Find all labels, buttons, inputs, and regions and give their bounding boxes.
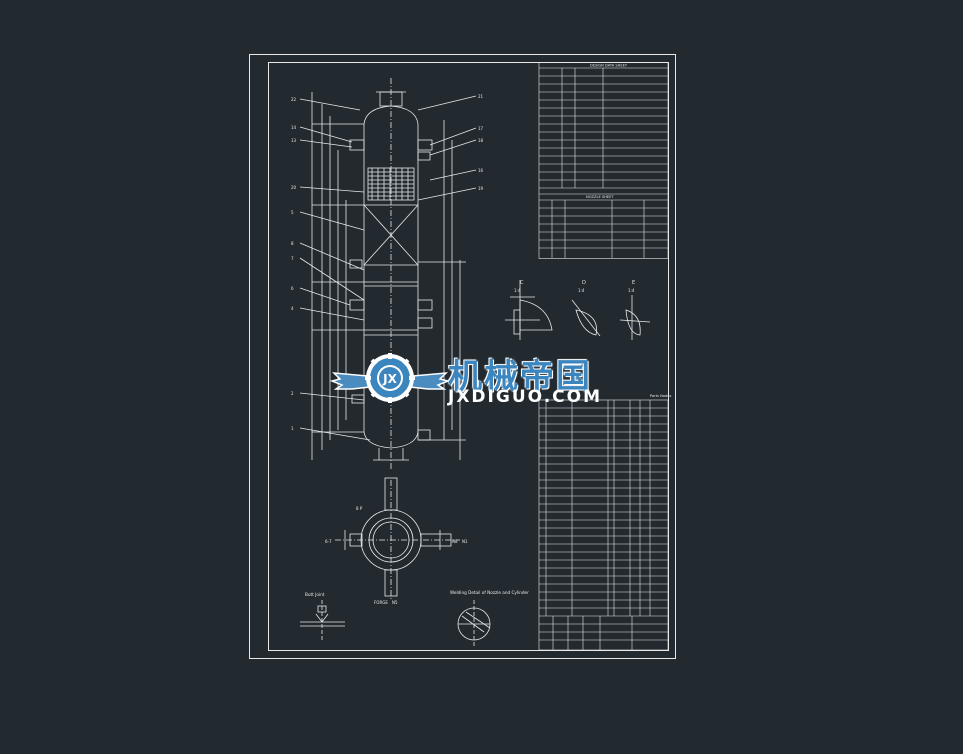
- svg-text:6-7: 6-7: [325, 539, 332, 544]
- view-c-ratio: 1:4: [514, 288, 521, 293]
- parts-table: [538, 399, 669, 651]
- design-table-title: DESIGN DATA SHEET: [590, 64, 628, 68]
- view-e-ratio: 1:4: [628, 288, 635, 293]
- svg-text:14: 14: [291, 125, 297, 130]
- logo-badge: JX: [382, 372, 397, 386]
- svg-text:5: 5: [291, 210, 294, 215]
- svg-text:18: 18: [478, 138, 484, 143]
- svg-text:N5: N5: [392, 600, 398, 605]
- design-data-table: [538, 62, 669, 259]
- svg-text:8: 8: [291, 241, 294, 246]
- watermark: JX 机械帝国 JXDIGUO.COM: [329, 343, 630, 413]
- view-c-label: C: [520, 280, 524, 286]
- svg-text:4: 4: [291, 306, 294, 311]
- weld-details: [300, 600, 491, 648]
- svg-text:2: 2: [291, 391, 294, 396]
- svg-text:22: 22: [291, 97, 297, 102]
- sheet-inner-frame: [268, 62, 669, 651]
- butt-joint-label: Butt Joint: [305, 592, 325, 597]
- watermark-subtitle: JXDIGUO.COM: [448, 387, 603, 407]
- svg-text:6: 6: [291, 286, 294, 291]
- plan-view: [335, 477, 460, 600]
- svg-text:8 P: 8 P: [356, 506, 363, 511]
- svg-text:7: 7: [291, 256, 294, 261]
- svg-text:1: 1: [291, 426, 294, 431]
- svg-text:16: 16: [478, 168, 484, 173]
- svg-text:17: 17: [478, 126, 484, 131]
- winged-gear-logo-icon: JX: [329, 353, 451, 403]
- svg-text:21: 21: [478, 94, 484, 99]
- svg-text:19: 19: [478, 186, 484, 191]
- svg-text:N8: N8: [452, 539, 458, 544]
- view-d-ratio: 1:4: [578, 288, 585, 293]
- svg-text:20: 20: [291, 185, 297, 190]
- view-e-label: E: [632, 280, 635, 286]
- nozzle-table-title: NOZZLE SHEET: [586, 195, 614, 199]
- view-d-label: D: [582, 280, 586, 286]
- svg-text:N1: N1: [462, 539, 468, 544]
- svg-text:FORGE: FORGE: [374, 600, 388, 605]
- watermark-title: 机械帝国: [448, 357, 592, 397]
- weld-detail-label: Welding Detail of Nozzle and Cylinder: [450, 590, 529, 595]
- sheet-outer-frame: [249, 54, 676, 659]
- svg-text:13: 13: [291, 138, 297, 143]
- parts-table-title: Parts Nodes: [650, 394, 671, 398]
- section-details: [505, 280, 651, 340]
